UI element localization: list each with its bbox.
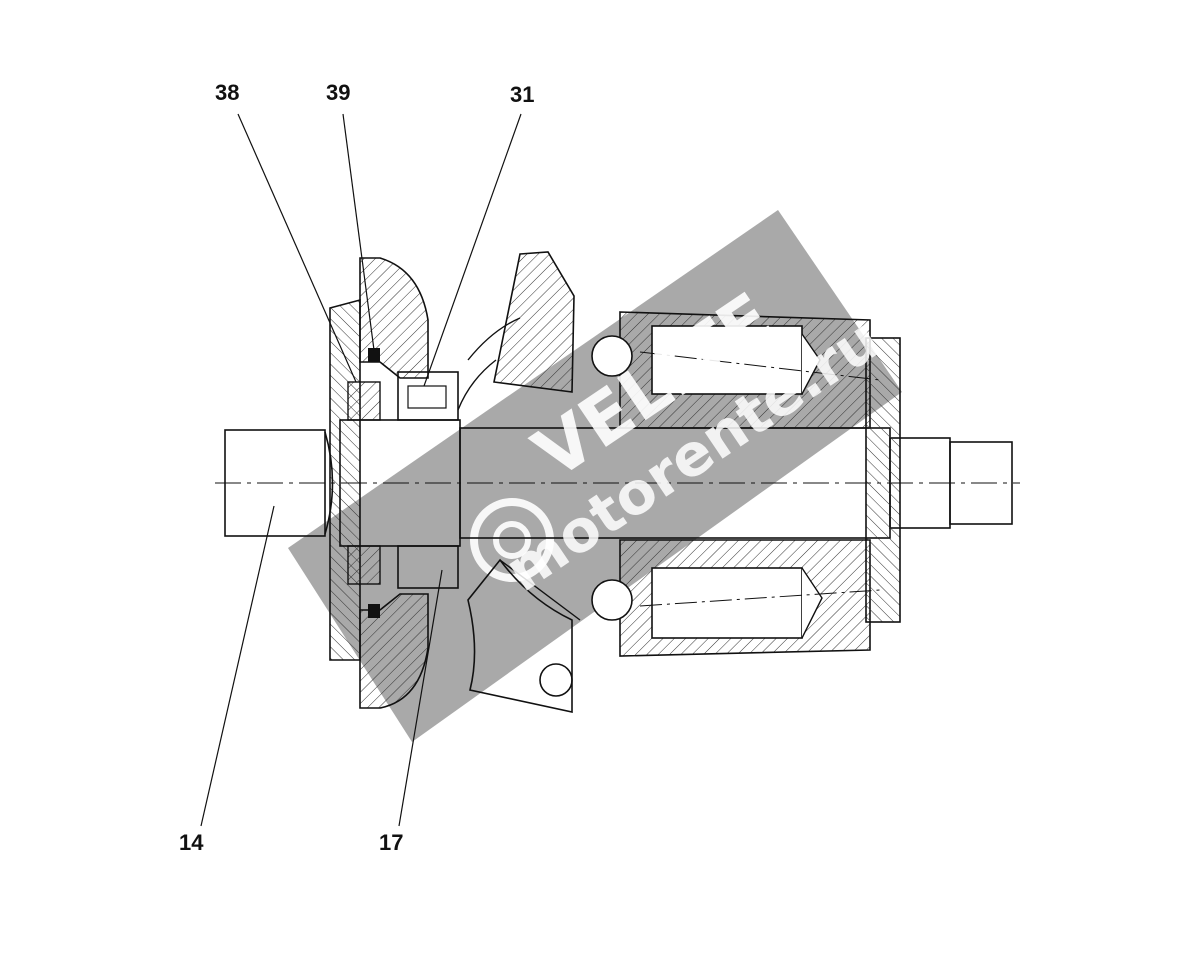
cylinder-block [591,311,901,657]
swashplate-cradle [499,559,581,621]
flange-outline-lower [359,593,429,709]
piston-lower [651,567,803,639]
swashplate-arc [457,317,521,411]
callout-38: 38 [215,80,240,105]
valve-plate [865,337,901,623]
seal-and-bearing [347,348,459,618]
leader-39 [342,113,375,351]
shaft-seal [347,381,381,421]
leader-lines [200,113,522,827]
callout-31: 31 [510,82,535,107]
piston-axis-upper [639,351,881,381]
callout-17: 17 [379,830,404,855]
swashplate [457,251,581,713]
bearing-lower [397,545,459,589]
piston-lower-tip [801,567,823,639]
watermark-logo-icon [470,498,554,582]
leader-38 [237,113,357,383]
swashplate-upper [493,251,575,393]
leader-14 [200,505,275,827]
adjust-pin-icon [539,663,573,697]
bearing-roller [407,385,447,409]
flange-plate [329,298,361,661]
leader-17 [398,569,443,827]
shaft-seal-lower [347,545,381,585]
bearing [397,371,459,421]
slipper-ball-lower [591,579,633,621]
callout-39: 39 [326,80,351,105]
o-ring [368,348,380,362]
callout-14: 14 [179,830,204,855]
piston-upper [651,325,803,395]
piston-upper-tip [801,333,821,395]
slipper-ball-upper [591,335,633,377]
leader-31 [423,113,522,387]
o-ring-lower [368,604,380,618]
swashplate-lower [467,558,573,713]
piston-axis-lower [639,589,881,607]
watermark-logo-inner-icon [493,521,531,559]
